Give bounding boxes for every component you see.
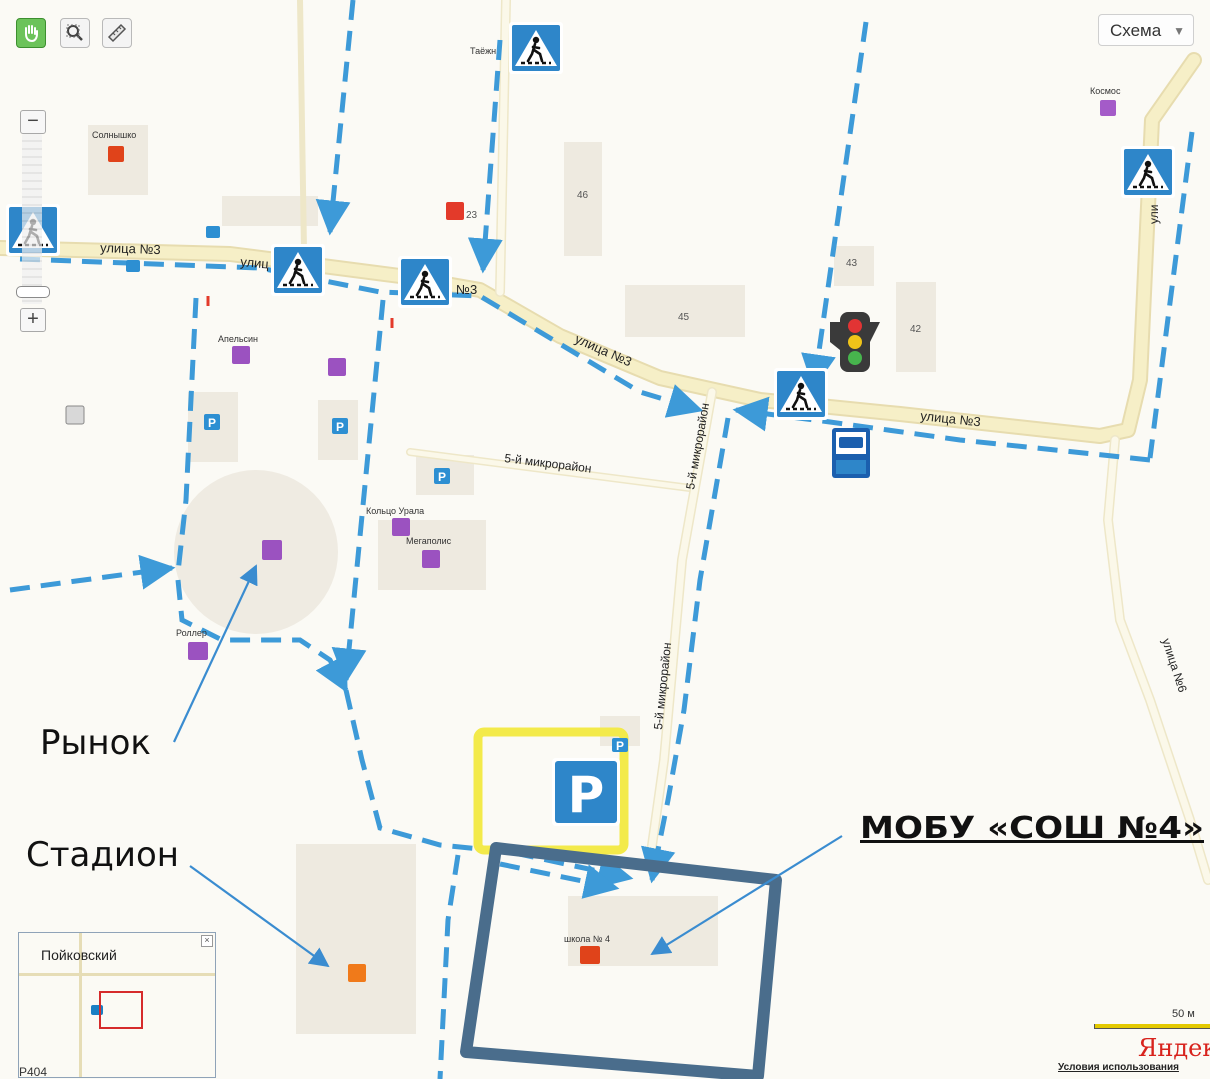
street-label-top-right: ули [1147, 205, 1161, 224]
street-label-ulitsa3-b: улиц [240, 254, 270, 271]
annotation-school: МОБУ «СОШ №4» [860, 811, 1204, 846]
hand-tool-button[interactable] [16, 18, 46, 48]
zoom-scale[interactable] [22, 134, 42, 304]
building-footprints [88, 125, 936, 1034]
hand-icon [25, 25, 38, 43]
zoom-out-button[interactable]: − [20, 110, 46, 134]
zoom-slider-handle[interactable] [16, 286, 50, 298]
bus-stop-sign-icon [832, 428, 870, 478]
minimap-label: Пойковский [41, 947, 117, 963]
scale-label: 50 м [1172, 1008, 1195, 1020]
poi-label-solnyshko: Солнышко [92, 130, 136, 140]
crosswalk-sign-icon-5 [1119, 144, 1177, 200]
poi-label-apelsin: Апельсин [218, 334, 258, 344]
overview-minimap[interactable]: Пойковский × Р404 [18, 932, 216, 1078]
minimap-road [79, 933, 82, 1077]
parking-sign-icon: P [552, 758, 620, 826]
kosmos-shop-icon [1100, 100, 1116, 116]
minus-icon: − [27, 110, 39, 132]
bus-stop-small-icon [206, 226, 220, 238]
megapolis-icon [422, 550, 440, 568]
poi-icons [65, 100, 1116, 982]
svg-text:P: P [616, 739, 624, 753]
poi-label-taezhny: Таёжн [470, 46, 496, 56]
poi-label-kosmos: Космос [1090, 86, 1121, 96]
building-number: 43 [846, 258, 858, 269]
crosswalk-sign-icon-6 [772, 366, 830, 422]
crosswalk-sign-icon-3 [396, 254, 454, 310]
minimap-corner-text: Р404 [19, 1065, 48, 1078]
chevron-down-icon: ▼ [1173, 24, 1185, 38]
building-number: 42 [910, 324, 922, 335]
magnifier-tool-button[interactable] [60, 18, 90, 48]
annotation-stadium: Стадион [26, 835, 179, 875]
svg-text:P: P [438, 470, 446, 484]
parking-small-icon-2 [332, 418, 348, 434]
map-type-value: Схема [1110, 21, 1162, 40]
poi-label-roller: Роллер [176, 628, 207, 638]
bus-stop-icon [91, 1005, 103, 1015]
svg-text:P: P [568, 766, 605, 824]
ruler-tool-button[interactable] [102, 18, 132, 48]
building-number: 23 [466, 210, 478, 221]
annotation-market: Рынок [40, 723, 151, 763]
bus-stop-small-icon-2 [126, 260, 140, 272]
yandex-logo[interactable]: Яндекс [1138, 1034, 1210, 1062]
street-label-ulitsa3-e: улица №3 [920, 408, 982, 429]
school-icon [580, 946, 600, 964]
svg-text:P: P [336, 420, 344, 434]
stadium-icon [348, 964, 366, 982]
ruler-icon [107, 23, 127, 43]
crosswalk-sign-icon-2 [269, 242, 327, 298]
svg-text:P: P [208, 416, 216, 430]
shop-23-icon [446, 202, 464, 220]
parking-small-icon-4 [612, 738, 628, 752]
poi-label-megapolis: Мегаполис [406, 536, 452, 546]
kindergarten-solnyshko-icon [108, 146, 124, 162]
annotation-arrows [173, 564, 843, 968]
crosswalk-sign-icon-4 [507, 20, 565, 76]
roller-icon [188, 642, 208, 660]
koltso-urala-icon [392, 518, 410, 536]
minimap-viewport-frame[interactable] [99, 991, 143, 1029]
market-icon [262, 540, 282, 560]
apelsin-shop-icon [232, 346, 250, 364]
magnifier-icon [66, 24, 83, 41]
store-icon [328, 358, 346, 376]
parking-small-icon-3 [434, 468, 450, 484]
parking-small-icon-1 [204, 414, 220, 430]
close-icon[interactable]: × [201, 935, 213, 947]
poi-label-school: школа № 4 [564, 934, 610, 944]
scale-bar [1094, 1024, 1210, 1029]
street-label-ulitsa3-c: №3 [456, 282, 477, 297]
zoom-in-button[interactable]: + [20, 308, 46, 332]
poi-label-koltso-urala: Кольцо Урала [366, 506, 424, 516]
small-parking-glyphs: P P P P [208, 416, 624, 753]
plus-icon: + [27, 308, 39, 330]
minimap-road [19, 973, 215, 976]
map-type-select[interactable]: Схема ▼ [1098, 14, 1194, 46]
street-label-ulitsa3-a: улица №3 [100, 240, 161, 257]
building-icon [65, 405, 85, 425]
terms-of-use-link[interactable]: Условия использования [1058, 1062, 1179, 1073]
building-number: 45 [678, 312, 690, 323]
market-area [174, 470, 338, 634]
building-number: 46 [577, 190, 589, 201]
traffic-light-icon [830, 312, 880, 372]
school-perimeter [460, 842, 782, 1079]
